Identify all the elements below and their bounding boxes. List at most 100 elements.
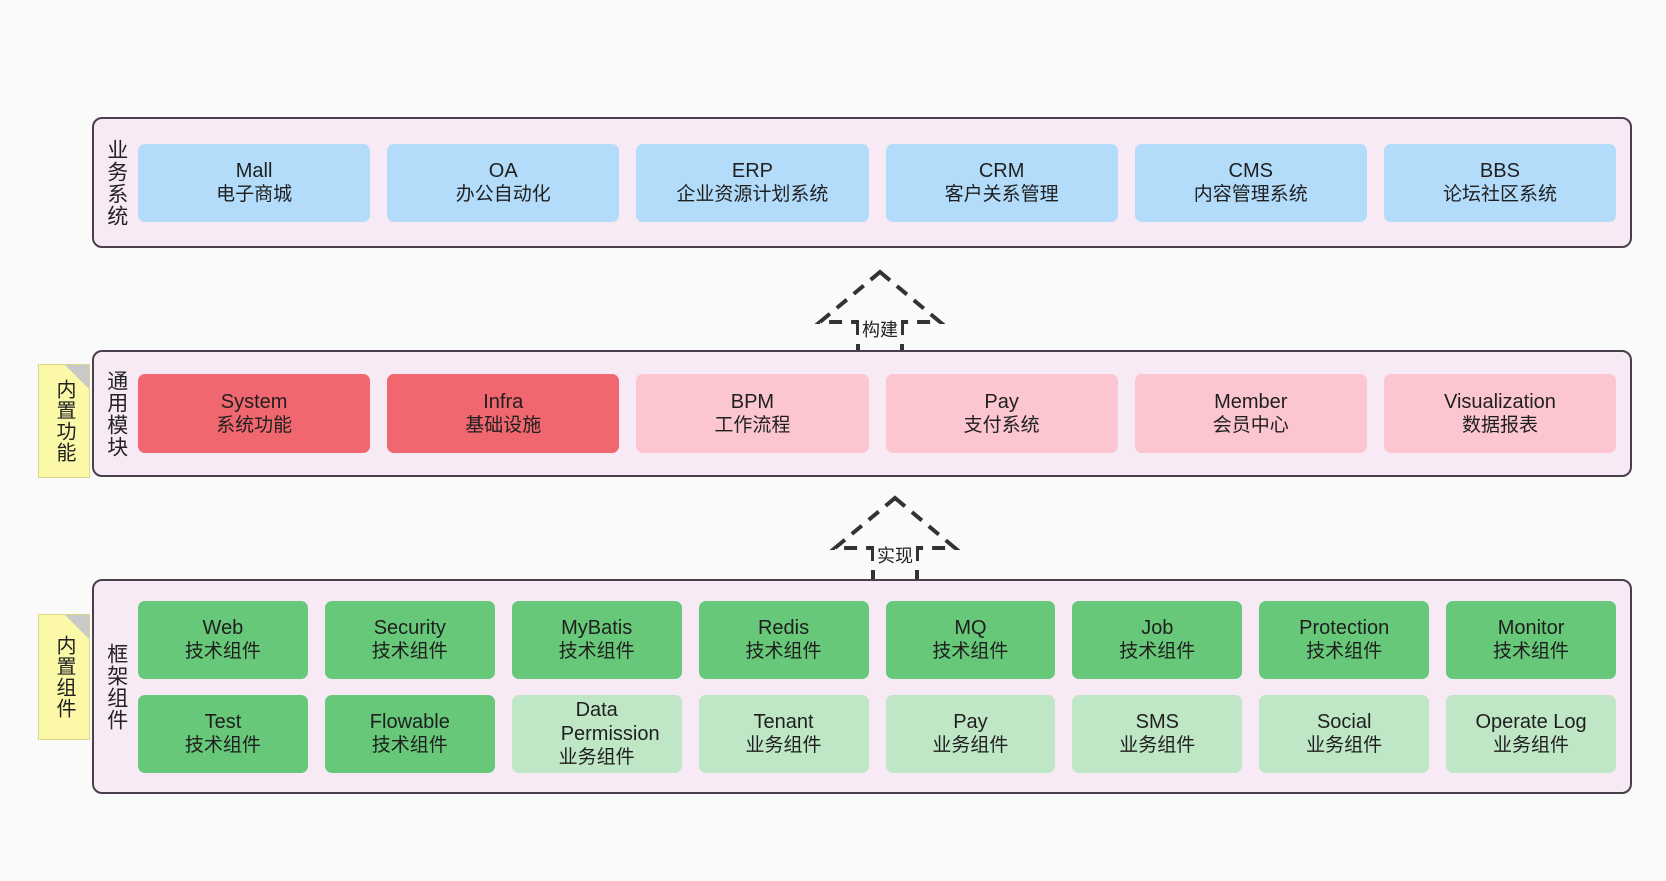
card-oa[interactable]: OA 办公自动化 (387, 143, 620, 222)
card-row: Mall 电子商城 OA 办公自动化 ERP 企业资源计划系统 CRM 客户关系… (138, 143, 1617, 222)
card-row: Test 技术组件 Flowable 技术组件 Data Permission … (138, 694, 1616, 773)
card-subtitle: 技术组件 (932, 641, 1009, 663)
card-subtitle: 内容管理系统 (1193, 184, 1308, 206)
card-tenant[interactable]: Tenant 业务组件 (698, 694, 869, 773)
card-security[interactable]: Security 技术组件 (324, 600, 495, 679)
card-mq[interactable]: MQ 技术组件 (885, 600, 1056, 679)
card-subtitle: 业务组件 (1493, 735, 1570, 757)
card-title: Pay (984, 390, 1019, 413)
card-subtitle: 系统功能 (216, 415, 293, 437)
note-builtin-features: 内置功能 (38, 364, 90, 478)
card-social[interactable]: Social 业务组件 (1259, 694, 1430, 773)
card-visualization[interactable]: Visualization 数据报表 (1383, 374, 1617, 453)
layer-business-systems: 业务系统 Mall 电子商城 OA 办公自动化 ERP 企业资源计划系统 CRM… (92, 117, 1632, 248)
card-test[interactable]: Test 技术组件 (138, 694, 308, 773)
card-title: OA (488, 159, 518, 182)
card-sms[interactable]: SMS 业务组件 (1072, 694, 1243, 773)
card-title: Pay (953, 710, 988, 733)
card-title: Redis (757, 616, 810, 639)
card-cms[interactable]: CMS 内容管理系统 (1134, 143, 1367, 222)
layer-body-common-modules: System 系统功能 Infra 基础设施 BPM 工作流程 Pay 支付系统… (138, 352, 1630, 475)
card-erp[interactable]: ERP 企业资源计划系统 (636, 143, 869, 222)
card-redis[interactable]: Redis 技术组件 (698, 600, 869, 679)
folded-corner-icon (65, 365, 89, 389)
card-data-permission[interactable]: Data Permission 业务组件 (511, 694, 682, 773)
note-label: 内置组件 (53, 635, 75, 719)
card-bpm[interactable]: BPM 工作流程 (636, 374, 869, 453)
card-bbs[interactable]: BBS 论坛社区系统 (1383, 143, 1617, 222)
card-subtitle: 办公自动化 (455, 184, 551, 206)
card-title: BBS (1479, 159, 1520, 182)
note-label: 内置功能 (53, 379, 75, 463)
generalization-arrow-icon (814, 269, 946, 360)
card-title: BPM (730, 390, 775, 413)
card-subtitle: 技术组件 (1493, 641, 1570, 663)
card-row: Web 技术组件 Security 技术组件 MyBatis 技术组件 Redi… (138, 600, 1616, 679)
folded-corner-icon (65, 615, 89, 639)
card-mall[interactable]: Mall 电子商城 (138, 143, 371, 222)
layer-body-business-systems: Mall 电子商城 OA 办公自动化 ERP 企业资源计划系统 CRM 客户关系… (138, 119, 1630, 246)
card-title: Job (1141, 616, 1174, 639)
card-member[interactable]: Member 会员中心 (1134, 374, 1367, 453)
card-system[interactable]: System 系统功能 (138, 374, 371, 453)
connector-implement: 实现 (815, 495, 975, 586)
card-subtitle: 电子商城 (216, 184, 293, 206)
card-title: MQ (954, 616, 987, 639)
card-operate-log[interactable]: Operate Log 业务组件 (1446, 694, 1616, 773)
card-subtitle: 技术组件 (184, 641, 261, 663)
card-title: Data Permission (560, 698, 660, 745)
connector-build: 构建 (800, 269, 960, 360)
card-subtitle: 业务组件 (558, 747, 635, 769)
connector-build-label: 构建 (859, 316, 901, 342)
card-subtitle: 业务组件 (932, 735, 1009, 757)
card-subtitle: 业务组件 (745, 735, 822, 757)
card-title: CRM (978, 159, 1025, 182)
card-title: Operate Log (1475, 710, 1587, 733)
card-monitor[interactable]: Monitor 技术组件 (1446, 600, 1616, 679)
card-title: System (220, 390, 288, 413)
card-title: MyBatis (561, 616, 633, 639)
card-title: Flowable (369, 710, 450, 733)
card-title: ERP (731, 159, 773, 182)
card-subtitle: 论坛社区系统 (1442, 184, 1557, 206)
card-row: System 系统功能 Infra 基础设施 BPM 工作流程 Pay 支付系统… (138, 374, 1617, 453)
layer-body-framework-components: Web 技术组件 Security 技术组件 MyBatis 技术组件 Redi… (138, 581, 1630, 792)
card-title: Web (202, 616, 244, 639)
card-pay[interactable]: Pay 支付系统 (885, 374, 1118, 453)
card-subtitle: 支付系统 (963, 415, 1040, 437)
card-title: Visualization (1443, 390, 1556, 413)
card-subtitle: 客户关系管理 (944, 184, 1059, 206)
layer-framework-components: 框架组件 Web 技术组件 Security 技术组件 MyBatis 技术组件… (92, 579, 1632, 794)
card-subtitle: 技术组件 (558, 641, 635, 663)
layer-title-framework-components: 框架组件 (104, 642, 128, 731)
card-title: Mall (235, 159, 273, 182)
card-title: CMS (1228, 159, 1273, 182)
note-builtin-components: 内置组件 (38, 614, 90, 740)
card-subtitle: 技术组件 (184, 735, 261, 757)
card-title: Member (1214, 390, 1288, 413)
card-subtitle: 会员中心 (1212, 415, 1289, 437)
card-mybatis[interactable]: MyBatis 技术组件 (511, 600, 682, 679)
generalization-arrow-icon (829, 495, 961, 586)
card-subtitle: 技术组件 (1119, 641, 1196, 663)
card-pay-business[interactable]: Pay 业务组件 (885, 694, 1056, 773)
card-subtitle: 技术组件 (745, 641, 822, 663)
card-subtitle: 基础设施 (465, 415, 542, 437)
card-protection[interactable]: Protection 技术组件 (1259, 600, 1430, 679)
card-title: Protection (1299, 616, 1390, 639)
card-title: Social (1316, 710, 1372, 733)
card-flowable[interactable]: Flowable 技术组件 (324, 694, 495, 773)
card-title: Tenant (753, 710, 814, 733)
card-subtitle: 数据报表 (1461, 415, 1538, 437)
card-subtitle: 企业资源计划系统 (676, 184, 829, 206)
card-crm[interactable]: CRM 客户关系管理 (885, 143, 1118, 222)
card-subtitle: 技术组件 (1306, 641, 1383, 663)
card-title: Monitor (1497, 616, 1565, 639)
card-title: SMS (1135, 710, 1179, 733)
card-job[interactable]: Job 技术组件 (1072, 600, 1243, 679)
card-title: Infra (483, 390, 524, 413)
card-web[interactable]: Web 技术组件 (138, 600, 308, 679)
card-subtitle: 业务组件 (1119, 735, 1196, 757)
card-infra[interactable]: Infra 基础设施 (387, 374, 620, 453)
